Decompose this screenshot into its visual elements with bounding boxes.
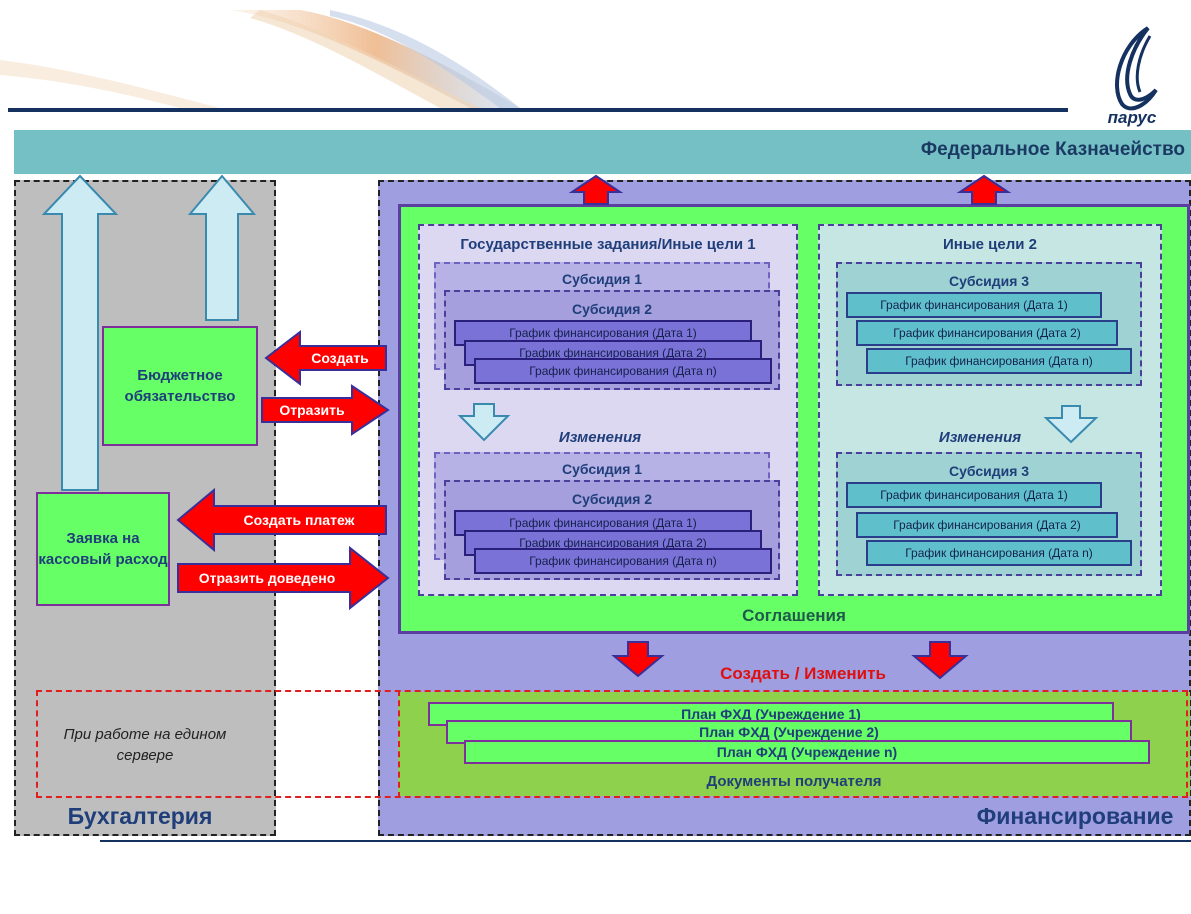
header-rule xyxy=(8,108,1068,112)
reflect-action[interactable]: Отразить xyxy=(279,402,345,418)
create-change-label: Создать / Изменить xyxy=(720,664,886,683)
header-swirl-decoration xyxy=(0,10,520,108)
create-action[interactable]: Создать xyxy=(311,350,369,366)
reflect-delivered-action[interactable]: Отразить доведено xyxy=(198,570,336,586)
down-arrow-icon xyxy=(457,403,511,442)
logo-text: парус xyxy=(1107,108,1157,127)
schedule-item[interactable]: График финансирования (Дата 1) xyxy=(846,482,1102,508)
subsidy-1-title: Субсидия 1 xyxy=(561,271,643,287)
changes-label-right: Изменения xyxy=(938,428,1022,446)
changes-label-left: Изменения xyxy=(558,428,642,446)
recipient-documents-label: Документы получателя xyxy=(706,772,882,790)
schedule-item[interactable]: График финансирования (Дата 1) xyxy=(846,292,1102,318)
schedule-item[interactable]: График финансирования (Дата n) xyxy=(474,548,772,574)
federal-treasury-label: Федеральное Казначейство xyxy=(920,139,1185,160)
subsidy-2-title: Субсидия 2 xyxy=(571,301,653,317)
schedule-item[interactable]: График финансирования (Дата n) xyxy=(866,540,1132,566)
accounting-label: Бухгалтерия xyxy=(67,802,213,829)
subsidy-1-title: Субсидия 1 xyxy=(561,461,643,477)
cash-request-box[interactable]: Заявка на кассовый расход xyxy=(36,492,170,606)
federal-treasury-bar: Федеральное Казначейство xyxy=(14,130,1191,174)
financing-label: Финансирование xyxy=(976,802,1174,829)
schedule-item[interactable]: График финансирования (Дата n) xyxy=(866,348,1132,374)
create-payment-action[interactable]: Создать платеж xyxy=(243,512,355,528)
subsidy-3-title: Субсидия 3 xyxy=(948,273,1030,289)
schedule-item[interactable]: График финансирования (Дата 2) xyxy=(856,320,1118,346)
red-down-arrow-icon xyxy=(611,641,665,678)
state-tasks-title: Государственные задания/Иные цели 1 xyxy=(460,235,756,253)
budget-obligation-box[interactable]: Бюджетное обязательство xyxy=(102,326,258,446)
schedule-item[interactable]: График финансирования (Дата 2) xyxy=(856,512,1118,538)
subsidy-3-title: Субсидия 3 xyxy=(948,463,1030,479)
single-server-note: При работе на едином сервере xyxy=(63,726,227,764)
footer-rule xyxy=(100,840,1191,842)
create-payment-arrow-icon xyxy=(176,487,387,553)
red-up-arrow-icon xyxy=(568,174,624,205)
fhd-plan-item[interactable]: План ФХД (Учреждение n) xyxy=(464,740,1150,764)
up-arrow-icon xyxy=(41,174,119,491)
reflect-delivered-arrow-icon xyxy=(177,545,390,611)
single-server-frame xyxy=(36,690,1188,798)
subsidy-2-title: Субсидия 2 xyxy=(571,491,653,507)
parus-logo-icon xyxy=(1115,26,1158,111)
up-arrow-icon xyxy=(187,174,257,321)
agreements-label: Соглашения xyxy=(742,606,846,625)
red-down-arrow-icon xyxy=(911,641,969,680)
red-up-arrow-icon xyxy=(956,174,1012,205)
other-goals-title: Иные цели 2 xyxy=(943,235,1037,253)
create-arrow-icon xyxy=(264,329,387,387)
single-server-divider xyxy=(398,690,400,798)
reflect-arrow-icon xyxy=(261,384,390,436)
down-arrow-icon xyxy=(1043,405,1099,444)
schedule-item[interactable]: График финансирования (Дата n) xyxy=(474,358,772,384)
